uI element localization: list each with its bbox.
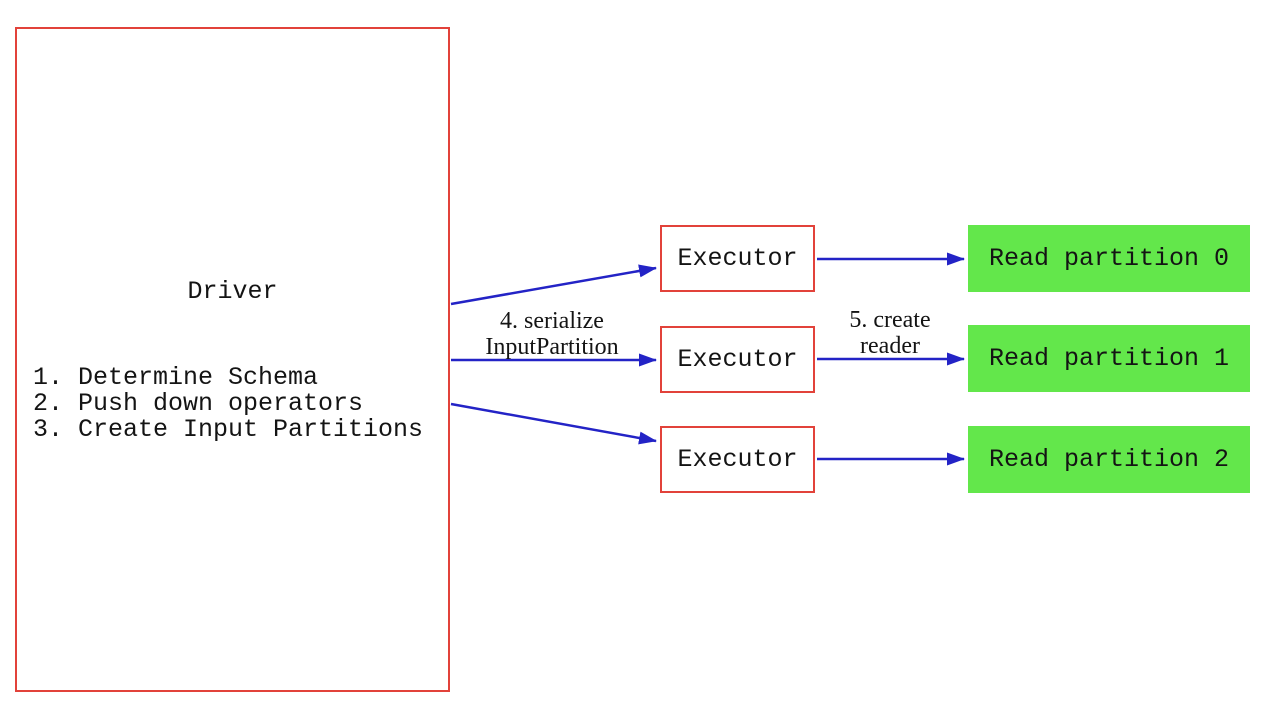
executor-box-2: Executor — [660, 326, 815, 393]
partition-2-label: Read partition 2 — [988, 445, 1230, 474]
edge-label-serialize-line-1: 4. serialize — [500, 308, 604, 334]
arrow-driver-to-executor-1 — [450, 264, 657, 306]
driver-steps-list: 1. Determine Schema 2. Push down operato… — [33, 363, 424, 444]
edge-label-reader-line-2: reader — [860, 333, 920, 359]
driver-title: Driver — [187, 277, 278, 306]
partition-1-label: Read partition 1 — [988, 344, 1230, 373]
arrow-driver-to-executor-3 — [450, 402, 657, 445]
executor-box-3: Executor — [660, 426, 815, 493]
edge-label-create-reader: 5. create reader — [812, 307, 968, 359]
partition-0-label: Read partition 0 — [988, 244, 1230, 273]
executor-2-label: Executor — [677, 345, 798, 374]
executor-3-label: Executor — [677, 445, 798, 474]
edge-label-serialize-line-2: InputPartition — [485, 334, 619, 360]
executor-box-1: Executor — [660, 225, 815, 292]
partition-box-0: Read partition 0 — [968, 225, 1250, 292]
executor-1-label: Executor — [677, 244, 798, 273]
partition-box-1: Read partition 1 — [968, 325, 1250, 392]
edge-label-serialize-input-partition: 4. serialize InputPartition — [452, 308, 652, 360]
partition-box-2: Read partition 2 — [968, 426, 1250, 493]
driver-box: Driver 1. Determine Schema 2. Push down … — [15, 27, 450, 692]
edge-label-reader-line-1: 5. create — [849, 307, 931, 333]
